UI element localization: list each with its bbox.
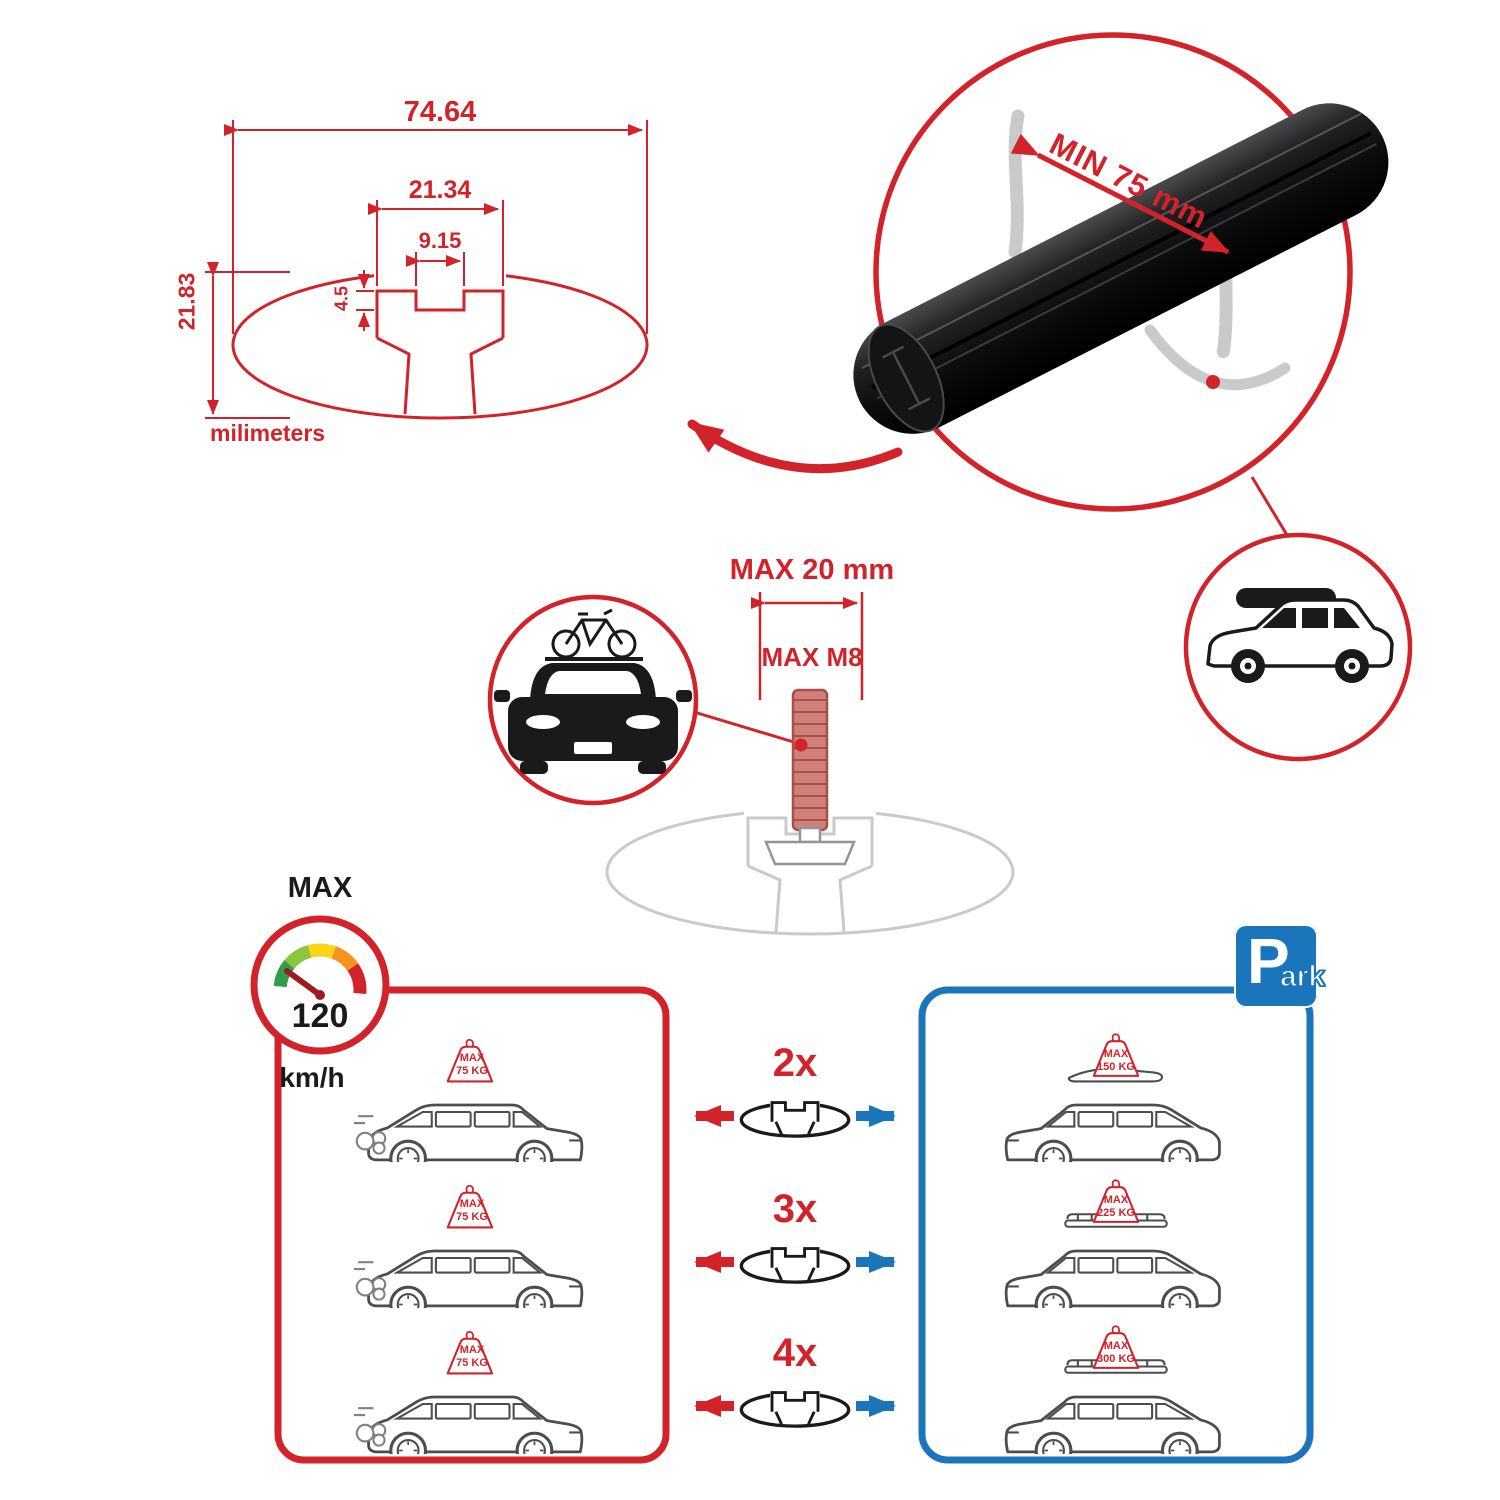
- parked-car-icon: [998, 1325, 1234, 1454]
- park-zone-box: [918, 986, 1314, 1464]
- roof-load-label: MAX 75 KG: [456, 1198, 488, 1223]
- roof-load-label: MAX 225 KG: [1097, 1194, 1135, 1219]
- parked-car-icon: [998, 1033, 1234, 1162]
- roof-load-label: MAX 75 KG: [456, 1344, 488, 1369]
- speed-max-label: MAX: [287, 872, 353, 904]
- bolt-pointer-line: [693, 710, 798, 745]
- t-bolt-diagram: [605, 592, 1015, 936]
- parking-sign-letter: P: [1247, 925, 1290, 997]
- fixing-point-dot: [1206, 375, 1220, 389]
- min-span-arrow: [1010, 133, 1230, 255]
- ghost-threaded-rod: [1008, 109, 1025, 259]
- dim-channel-width: 21.34: [408, 176, 472, 204]
- roof-load-label: MAX 300 KG: [1097, 1340, 1135, 1365]
- speedometer-gauge: [250, 915, 390, 1055]
- detail-pointer-arrow: [687, 419, 903, 474]
- moving-car-icon: [354, 1038, 590, 1162]
- moving-car-row: MAX 75 KG: [354, 1012, 590, 1162]
- gauge-needle: [284, 968, 323, 998]
- dim-slot-width: 9.15: [418, 228, 462, 253]
- parked-car-row: MAX 300 KG: [998, 1304, 1234, 1454]
- dim-total-width: 74.64: [403, 96, 477, 128]
- parked-car-row: MAX 225 KG: [998, 1158, 1234, 1308]
- bolt-max-thread-label: MAX M8: [761, 642, 863, 672]
- bike-icon: [545, 608, 643, 661]
- crossbar-detail-circle: [853, 32, 1389, 512]
- suv-roofbox-icon: [1206, 588, 1394, 683]
- parked-car-icon: [998, 1179, 1234, 1308]
- bike-car-circle: [487, 594, 699, 806]
- bolt-point-dot: [794, 738, 808, 752]
- parking-sign: P ark: [1234, 924, 1326, 1008]
- units-label: milimeters: [210, 420, 326, 446]
- parking-sign-suffix: ark: [1279, 959, 1326, 994]
- t-bolt-icon: [764, 688, 856, 866]
- speed-units: km/h: [279, 1062, 345, 1093]
- dimension-lines: [205, 120, 648, 419]
- crossbar-count-icon: [739, 1389, 851, 1428]
- parked-car-row: MAX 150 KG: [998, 1012, 1234, 1162]
- moving-car-icon: [354, 1330, 590, 1454]
- bolt-max-width-label: MAX 20 mm: [729, 554, 895, 586]
- bar-count-3x: 3x: [772, 1187, 818, 1231]
- circle-connector-line: [1250, 476, 1292, 541]
- roof-load-label: MAX 150 KG: [1097, 1048, 1135, 1073]
- suv-roofbox-circle: [1183, 532, 1413, 762]
- moving-car-icon: [354, 1184, 590, 1308]
- car-front-icon: [494, 663, 692, 774]
- bolt-dimension-lines: [751, 592, 864, 700]
- profile-cross-section-drawing: [205, 120, 649, 420]
- dim-lip-depth: 4.5: [331, 285, 352, 312]
- bar-count-2x: 2x: [772, 1041, 818, 1085]
- crossbar-count-icon: [739, 1245, 851, 1284]
- crossbar-count-icon: [739, 1099, 851, 1138]
- moving-car-row: MAX 75 KG: [354, 1158, 590, 1308]
- speed-value: 120: [291, 997, 349, 1035]
- bar-count-column: [694, 1099, 896, 1428]
- moving-car-row: MAX 75 KG: [354, 1304, 590, 1454]
- speed-zone-box: [274, 986, 670, 1464]
- bar-count-4x: 4x: [772, 1331, 818, 1375]
- roof-load-label: MAX 75 KG: [456, 1052, 488, 1077]
- dim-total-height: 21.83: [173, 272, 200, 331]
